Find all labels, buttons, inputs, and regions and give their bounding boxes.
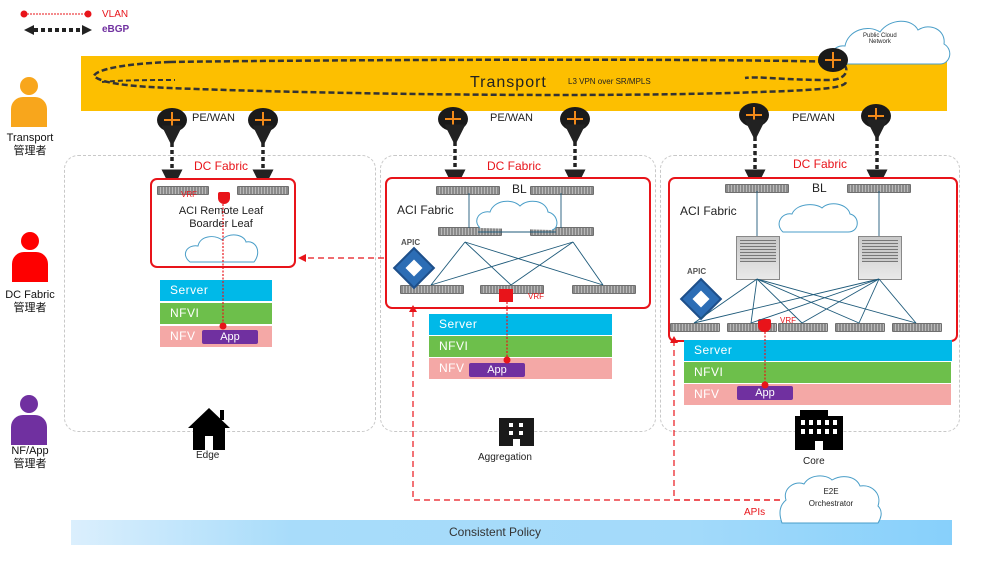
leaf-switch: [892, 323, 942, 332]
fabric-title-core: DC Fabric: [793, 157, 848, 171]
public-cloud-label-line2: Network: [868, 39, 891, 45]
bl-switch: [530, 186, 594, 195]
role-suffix: 管理者: [13, 458, 47, 470]
aci-fabric-label-core: ACI Fabric: [680, 204, 737, 218]
vrf-label-core: VRF: [780, 316, 796, 325]
orchestrator-line2: Orchestrator: [808, 499, 854, 508]
leaf-switch: [835, 323, 885, 332]
transport-band: [81, 56, 947, 111]
nfvi-layer-core: NFVI: [684, 362, 951, 383]
pe-wan-label-aggregation: PE/WAN: [490, 112, 533, 124]
building-icon-core: [795, 410, 843, 450]
orchestrator-line1: E2E: [823, 487, 839, 496]
bl-switch: [436, 186, 500, 195]
app-box-core: App: [737, 386, 793, 400]
vrf-marker-aggregation: [499, 289, 513, 302]
leaf-switch: [670, 323, 720, 332]
vlan-endpoint: [20, 10, 28, 18]
app-box-edge: App: [202, 330, 258, 344]
house-icon: [188, 408, 230, 450]
public-cloud-label: Public Cloud Network: [863, 33, 897, 45]
leaf-switch: [727, 323, 777, 332]
leaf-switch: [572, 285, 636, 294]
ebgp-arrow-right: [82, 25, 92, 35]
leaf-switch: [157, 186, 209, 195]
fabric-text-edge: ACI Remote Leaf Boarder Leaf: [150, 205, 292, 231]
policy-bar: [71, 520, 952, 545]
role-name: DC Fabric: [5, 289, 55, 301]
apic-label-core: APIC: [687, 267, 707, 276]
site-label-aggregation: Aggregation: [478, 452, 532, 463]
orchestrator-label: E2E Orchestrator: [782, 486, 880, 510]
role-name: Transport: [6, 132, 54, 144]
vrf-label-edge: VRF: [181, 190, 197, 199]
leaf-switch: [237, 186, 289, 195]
ebgp-arrow-left: [24, 25, 34, 35]
legend-ebgp-label: eBGP: [102, 24, 130, 35]
public-cloud-label-line1: Public Cloud: [863, 33, 897, 39]
vrf-marker-edge: [218, 192, 230, 204]
site-label-edge: Edge: [196, 450, 220, 461]
vrf-marker-core: [758, 319, 771, 332]
transport-admin-icon: [11, 77, 47, 137]
legend-graphics: [20, 10, 92, 35]
fabric-title-edge: DC Fabric: [194, 159, 249, 173]
nf-app-admin-icon: [11, 395, 47, 455]
bl-label-core: BL: [812, 181, 827, 195]
server-layer-edge: Server: [160, 280, 272, 301]
cloud-router-icon: [818, 48, 848, 72]
role-name: NF/App: [11, 445, 49, 457]
legend-vlan-label: VLAN: [102, 9, 129, 20]
apic-label-aggregation: APIC: [401, 238, 421, 247]
dc-fabric-admin-label: DC Fabric 管理者: [0, 289, 62, 315]
boarder-leaf-label: Boarder Leaf: [189, 218, 253, 230]
dc-fabric-admin-icon: [12, 232, 48, 292]
leaf-switch: [400, 285, 464, 294]
building-icon-aggregation: [499, 418, 534, 446]
vrf-label-aggregation: VRF: [528, 292, 544, 301]
transport-admin-label: Transport 管理者: [0, 132, 62, 158]
aci-fabric-label-aggregation: ACI Fabric: [397, 203, 454, 217]
server-layer-core: Server: [684, 340, 952, 361]
spine-switch: [438, 227, 502, 236]
policy-bar-label: Consistent Policy: [449, 525, 542, 539]
server-layer-aggregation: Server: [429, 314, 612, 335]
nfvi-layer-aggregation: NFVI: [429, 336, 612, 357]
fabric-title-aggregation: DC Fabric: [487, 159, 542, 173]
role-suffix: 管理者: [13, 145, 47, 157]
pe-wan-label-edge: PE/WAN: [192, 112, 235, 124]
apis-label: APIs: [744, 507, 766, 518]
role-suffix: 管理者: [13, 302, 47, 314]
vlan-endpoint: [84, 10, 92, 18]
site-label-core: Core: [803, 456, 825, 467]
spine-switch: [530, 227, 594, 236]
app-box-aggregation: App: [469, 363, 525, 377]
bl-label-aggregation: BL: [512, 182, 527, 196]
nf-app-admin-label: NF/App 管理者: [0, 445, 62, 471]
transport-title: Transport: [470, 74, 547, 91]
transport-subtitle: L3 VPN over SR/MPLS: [568, 77, 651, 86]
leaf-switch: [778, 323, 828, 332]
nfvi-layer-edge: NFVI: [160, 303, 272, 324]
pe-wan-label-core: PE/WAN: [792, 112, 835, 124]
remote-leaf-label: ACI Remote Leaf: [178, 205, 264, 217]
spine-chassis: [858, 236, 902, 280]
